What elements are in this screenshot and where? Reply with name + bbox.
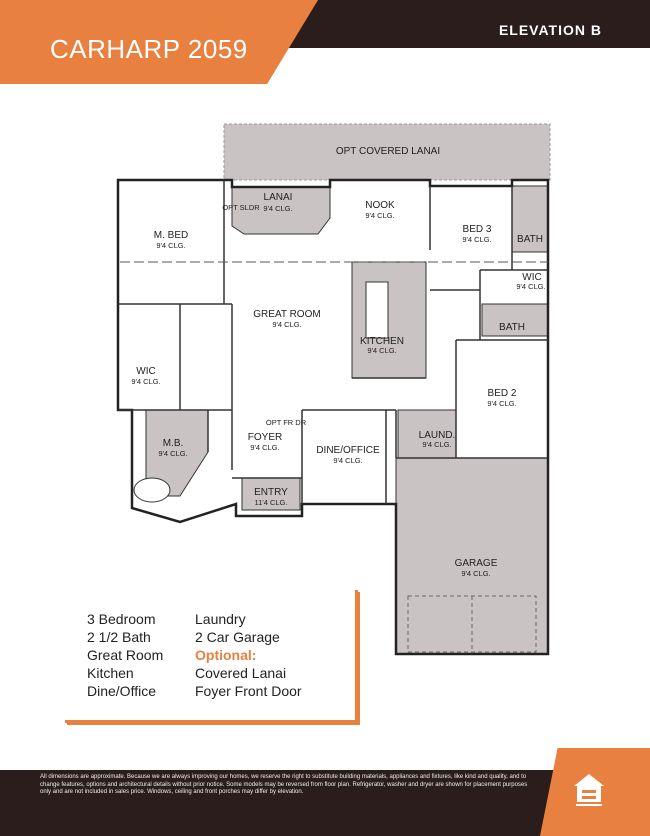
kitchen-area: [351, 261, 427, 379]
label-wic-left-clg: 9'4 CLG.: [131, 377, 160, 386]
label-foyer-clg: 9'4 CLG.: [250, 443, 279, 452]
features-column-2: Laundry 2 Car Garage Optional: Covered L…: [195, 610, 302, 700]
label-m-bed-clg: 9'4 CLG.: [156, 241, 185, 250]
feature-item: 2 Car Garage: [195, 629, 280, 645]
laund-area: [397, 409, 457, 459]
entry-area: [241, 477, 301, 511]
feature-item: Foyer Front Door: [195, 683, 302, 699]
label-nook-clg: 9'4 CLG.: [365, 211, 394, 220]
feature-item: Great Room: [87, 647, 164, 663]
opt-lanai-area: [223, 123, 551, 181]
feature-item: Kitchen: [87, 665, 134, 681]
label-opt-lanai: OPT COVERED LANAI: [336, 146, 440, 157]
label-garage-clg: 9'4 CLG.: [461, 569, 490, 578]
label-great-room-clg: 9'4 CLG.: [272, 320, 301, 329]
optional-heading: Optional:: [195, 647, 257, 663]
label-lanai-clg: 9'4 CLG.: [263, 204, 292, 213]
label-dine-clg: 9'4 CLG.: [333, 456, 362, 465]
exterior-wall: [116, 178, 550, 656]
label-laund-clg: 9'4 CLG.: [422, 440, 451, 449]
label-laund: LAUND.: [419, 430, 456, 441]
label-opt-slider: OPT SLDR: [222, 203, 260, 212]
label-nook: NOOK: [365, 200, 395, 211]
title-number: 2059: [187, 34, 248, 64]
footer-bar: [0, 770, 650, 836]
label-mb-clg: 9'4 CLG.: [158, 449, 187, 458]
features-box: 3 Bedroom 2 1/2 Bath Great Room Kitchen …: [65, 590, 358, 723]
label-bed2: BED 2: [488, 388, 517, 399]
label-bath1: BATH: [517, 234, 543, 245]
label-entry: ENTRY: [254, 487, 288, 498]
page-title: CARHARP 2059: [50, 34, 248, 65]
label-foyer: FOYER: [248, 432, 282, 443]
label-bed3-clg: 9'4 CLG.: [462, 235, 491, 244]
label-dine: DINE/OFFICE: [316, 445, 380, 456]
label-kitchen-clg: 9'4 CLG.: [367, 346, 396, 355]
feature-item: Laundry: [195, 611, 246, 627]
tub-fixture: [133, 477, 171, 503]
feature-item: 2 1/2 Bath: [87, 629, 151, 645]
floor-plan: OPT COVERED LANAI LANAI 9'4 CLG. OPT SLD…: [116, 123, 551, 656]
label-wic-right-clg: 9'4 CLG.: [516, 282, 545, 291]
garage-area: [395, 457, 549, 655]
interior-walls: [118, 180, 548, 504]
label-entry-clg: 11'4 CLG.: [255, 498, 288, 507]
label-mb: M.B.: [163, 438, 184, 449]
label-lanai: LANAI: [264, 192, 293, 203]
title-banner: [0, 0, 318, 84]
label-bed2-clg: 9'4 CLG.: [487, 399, 516, 408]
equal-housing-opportunity-icon: [574, 774, 604, 806]
label-garage: GARAGE: [455, 558, 498, 569]
label-m-bed: M. BED: [154, 230, 188, 241]
label-bed3: BED 3: [463, 224, 492, 235]
feature-item: Dine/Office: [87, 683, 156, 699]
feature-item: Covered Lanai: [195, 665, 287, 681]
elevation-label: ELEVATION B: [498, 22, 602, 38]
label-wic-left: WIC: [136, 366, 155, 377]
title-name: CARHARP: [50, 34, 181, 64]
label-bath2: BATH: [499, 322, 525, 333]
disclaimer-text: All dimensions are approximate. Because …: [40, 774, 528, 795]
kitchen-island: [365, 281, 389, 339]
feature-item: 3 Bedroom: [87, 611, 156, 627]
label-wic-right: WIC: [522, 272, 541, 283]
label-great-room: GREAT ROOM: [253, 309, 320, 320]
label-opt-fr-door: OPT FR DR: [266, 418, 307, 427]
bath2-area: [481, 303, 549, 337]
features-column-1: 3 Bedroom 2 1/2 Bath Great Room Kitchen …: [87, 610, 163, 700]
label-kitchen: KITCHEN: [360, 336, 404, 347]
bath1-area: [511, 185, 549, 253]
